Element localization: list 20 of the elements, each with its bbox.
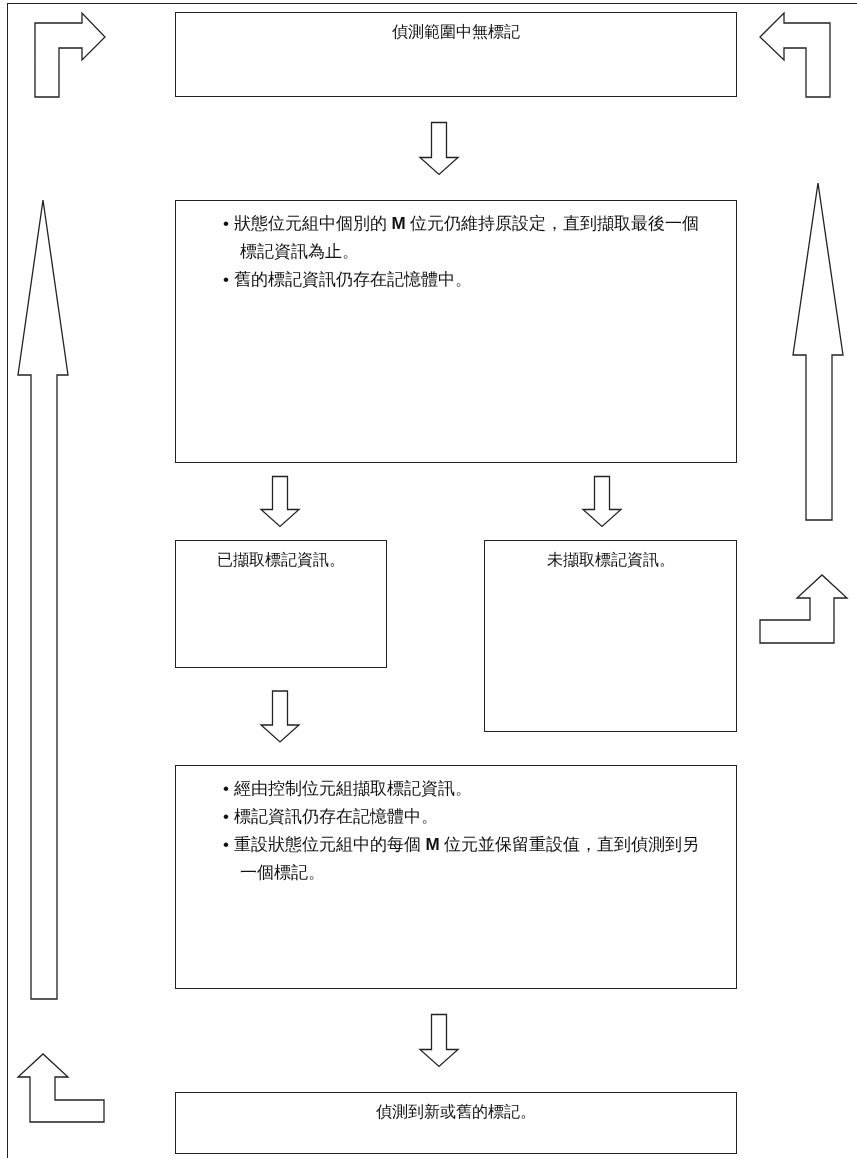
process-box (484, 540, 737, 732)
box-title: 未擷取標記資訊。 (545, 550, 676, 570)
box-title: 已擷取標記資訊。 (216, 550, 346, 570)
bullet-text: • 舊的標記資訊仍存在記憶體中。 (223, 269, 473, 291)
process-box (175, 540, 387, 668)
bullet-text: • 標記資訊仍存在記憶體中。 (223, 806, 439, 828)
block-arrow (418, 121, 460, 176)
block-arrow (259, 475, 301, 528)
process-box (175, 1092, 737, 1154)
bullet-text: • 經由控制位元組擷取標記資訊。 (223, 778, 473, 800)
block-arrow (418, 1013, 460, 1068)
process-box (175, 200, 737, 463)
process-box (175, 765, 737, 989)
bullet-text: • 重設狀態位元組中的每個 M 位元並保留重設值，直到偵測到另一個標記。 (223, 834, 701, 884)
process-box (175, 12, 737, 97)
box-title: 偵測範圍中無標記 (391, 22, 521, 42)
bullet-text: • 狀態位元組中個別的 M 位元仍維持原設定，直到擷取最後一個標記資訊為止。 (223, 213, 701, 263)
box-title: 偵測到新或舊的標記。 (375, 1102, 537, 1122)
block-arrow (259, 690, 301, 743)
block-arrow (581, 475, 623, 528)
